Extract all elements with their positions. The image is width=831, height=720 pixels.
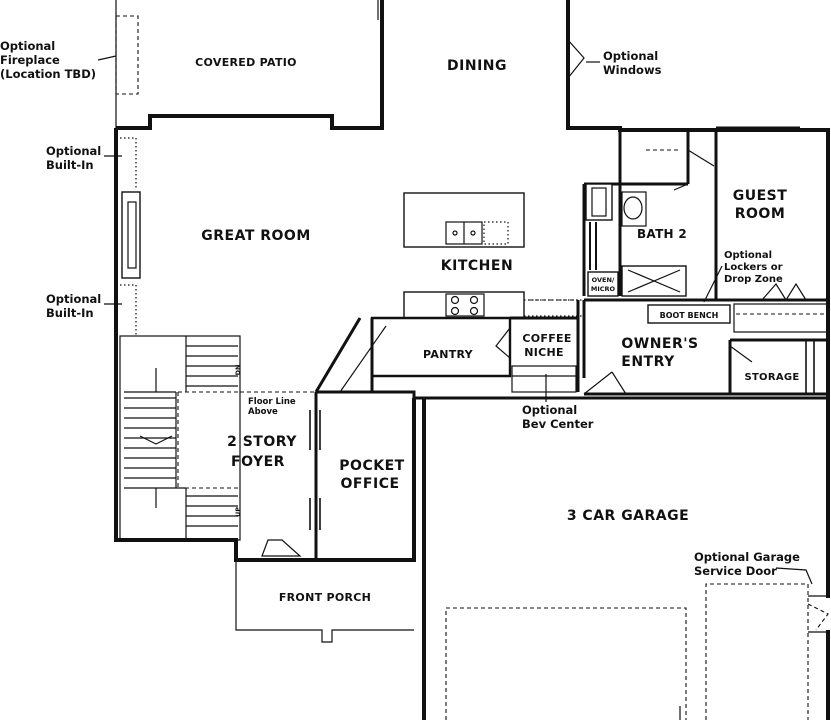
builtin-top-note-2: Built-In [46, 158, 94, 172]
exterior-walls [114, 0, 830, 720]
builtin-top-outline [120, 137, 137, 190]
builtin-top-note-1: Optional [46, 144, 101, 158]
coffee-niche-label-2: NICHE [524, 346, 564, 359]
floor-line-above [177, 391, 316, 489]
patio-outline [115, 0, 383, 128]
garage-door-note-2: Service Door [694, 564, 777, 578]
leader-lines [97, 55, 813, 585]
fireplace-note-2: Fireplace [0, 53, 60, 67]
builtin-bottom-note-1: Optional [46, 292, 101, 306]
guest-room-label-1: GUEST [733, 188, 788, 204]
bev-center-note-2: Bev Center [522, 417, 594, 431]
guest-room-label-2: ROOM [735, 206, 786, 222]
stair-outline [119, 335, 241, 541]
lockers-note-3: Drop Zone [724, 274, 783, 285]
front-porch-label: FRONT PORCH [279, 591, 371, 604]
great-room-label: GREAT ROOM [201, 228, 311, 244]
kitchen-counter [403, 291, 525, 319]
floor-line-note-2: Above [248, 407, 278, 417]
builtin-bottom-outline [120, 284, 137, 336]
windows-note-1: Optional [603, 49, 658, 63]
fireplace-note-3: (Location TBD) [0, 67, 96, 81]
boot-bench-label: BOOT BENCH [660, 311, 719, 320]
west-window-inner [127, 201, 137, 269]
stair-treads [124, 336, 238, 540]
pocket-office-label-2: OFFICE [340, 476, 399, 492]
kitchen-fixtures [403, 192, 584, 319]
windows-note-2: Windows [603, 63, 662, 77]
floor-line-note-1: Floor Line [248, 397, 296, 407]
foyer-label-2: FOYER [231, 454, 285, 470]
cooktop [445, 293, 485, 317]
lockers-note-1: Optional [724, 250, 772, 261]
bath-label: BATH 2 [637, 227, 687, 241]
boot-bench [647, 304, 731, 324]
bev-center [511, 365, 577, 393]
pocket-office-label-1: POCKET [339, 458, 404, 474]
foyer-label-1: 2 STORY [227, 434, 297, 450]
foyer-walls [119, 317, 828, 560]
pantry-label: PANTRY [423, 348, 474, 361]
oven-micro-label-1: OVEN/ [592, 276, 615, 284]
front-door [261, 539, 302, 557]
oven-micro [587, 271, 619, 297]
bev-center-note-1: Optional [522, 403, 577, 417]
optional-fireplace-outline [115, 15, 139, 95]
stair-dn-label: DN [234, 365, 242, 376]
coffee-niche-label-1: COFFEE [522, 332, 571, 345]
dining-label: DINING [447, 58, 507, 74]
lockers-note-2: Lockers or [724, 262, 783, 273]
bath-sink [623, 196, 643, 220]
toilet-vanity [585, 183, 613, 221]
owners-entry-label-1: OWNER'S [621, 336, 698, 352]
kitchen-label: KITCHEN [441, 258, 513, 274]
storage-label: STORAGE [744, 372, 799, 383]
oven-micro-label-2: MICRO [591, 285, 616, 293]
dishwasher [483, 221, 509, 245]
bath-guest-walls [582, 128, 718, 300]
garage-label: 3 CAR GARAGE [567, 508, 689, 524]
west-window [121, 191, 141, 279]
entry-walls [370, 282, 829, 396]
fireplace-note-1: Optional [0, 39, 55, 53]
optional-windows [567, 39, 585, 79]
garage-doors [445, 583, 829, 720]
stair-up-label: UP [234, 507, 242, 517]
owners-entry-label-2: ENTRY [621, 354, 675, 370]
covered-patio-label: COVERED PATIO [195, 56, 297, 69]
builtin-bottom-note-2: Built-In [46, 306, 94, 320]
garage-door-note-1: Optional Garage [694, 550, 800, 564]
